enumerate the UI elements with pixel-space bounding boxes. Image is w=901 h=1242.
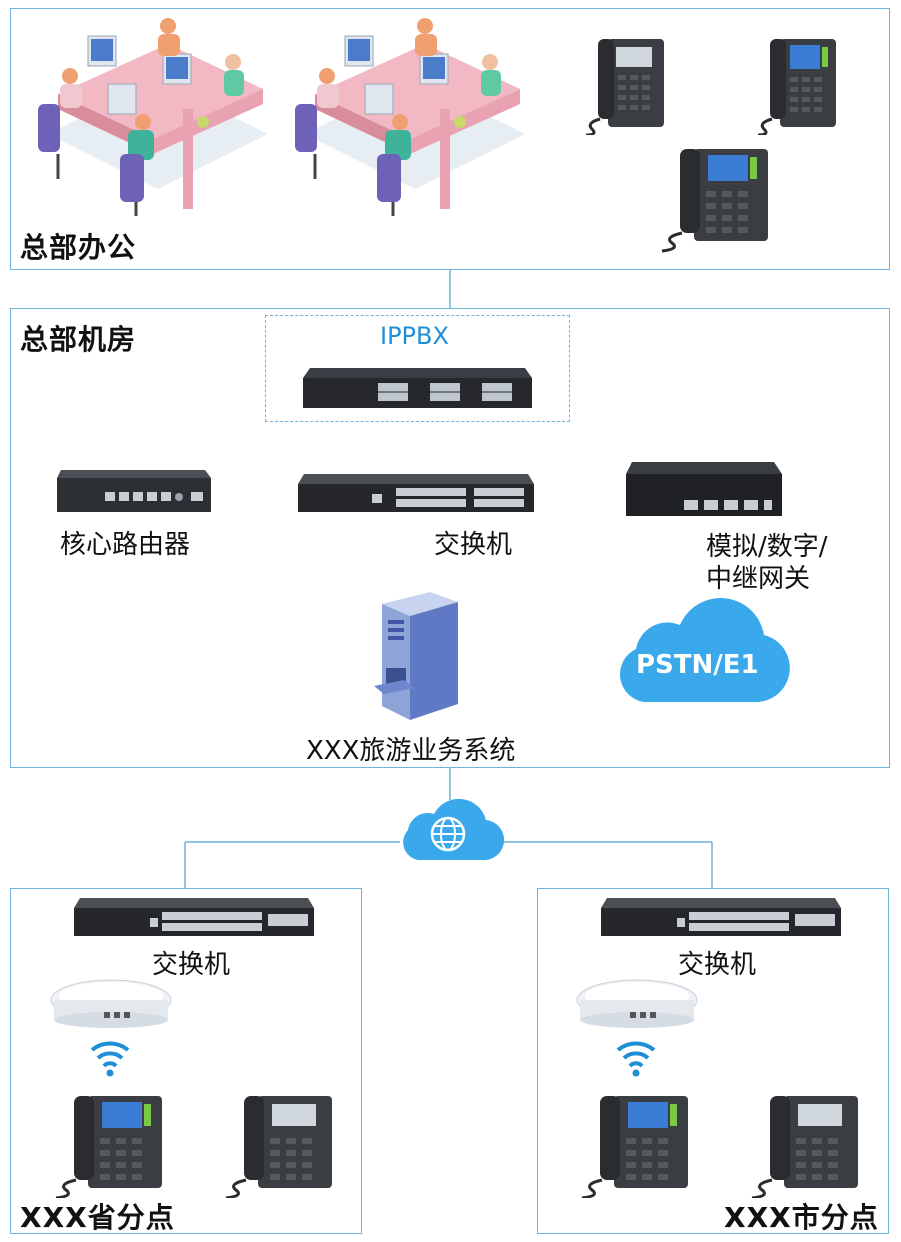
- voice-gateway-icon: [626, 462, 782, 516]
- gateway-label-line1: 模拟/数字/: [706, 532, 828, 562]
- core-switch-label: 交换机: [434, 530, 513, 560]
- hq-room-title: 总部机房: [20, 323, 137, 356]
- branch-left-switch-label: 交换机: [152, 950, 231, 980]
- internet-cloud-icon: [403, 798, 504, 861]
- branch-left-desk-phone-icon: [225, 1096, 332, 1198]
- branch-right-desk-phone-icon: [751, 1096, 858, 1198]
- pstn-label: PSTN/E1: [636, 650, 759, 680]
- office-workstation-illustration-2: [295, 18, 525, 216]
- ippbx-label: IPPBX: [380, 322, 449, 350]
- branch-right-switch-label: 交换机: [678, 950, 757, 980]
- branch-left-color-phone-icon: [55, 1096, 162, 1198]
- branch-left-wifi-icon: [90, 1041, 130, 1077]
- branch-right-title: XXX市分点: [724, 1201, 879, 1234]
- branch-right-access-point-icon: [576, 979, 698, 1028]
- branch-left-title: XXX省分点: [20, 1201, 175, 1234]
- ippbx-box: [265, 315, 570, 422]
- branch-left-switch-icon: [74, 898, 314, 936]
- core-router-label: 核心路由器: [60, 530, 191, 560]
- ip-phone-color-icon: [757, 39, 836, 135]
- branch-right-wifi-icon: [616, 1041, 656, 1077]
- server-rack-icon: [374, 592, 458, 720]
- gateway-label-line2: 中继网关: [706, 564, 811, 594]
- office-workstation-illustration: [38, 18, 268, 216]
- core-switch-icon: [298, 474, 534, 512]
- business-system-label: XXX旅游业务系统: [306, 736, 516, 766]
- ippbx-device-icon: [303, 368, 532, 408]
- hq-office-title: 总部办公: [20, 231, 137, 264]
- ip-phone-icon: [585, 39, 664, 135]
- branch-right-color-phone-icon: [581, 1096, 688, 1198]
- branch-left-access-point-icon: [50, 979, 172, 1028]
- branch-right-switch-icon: [601, 898, 841, 936]
- pstn-cloud-icon: [620, 598, 790, 702]
- ip-phone-color-icon-2: [661, 149, 768, 253]
- core-router-icon: [57, 470, 211, 512]
